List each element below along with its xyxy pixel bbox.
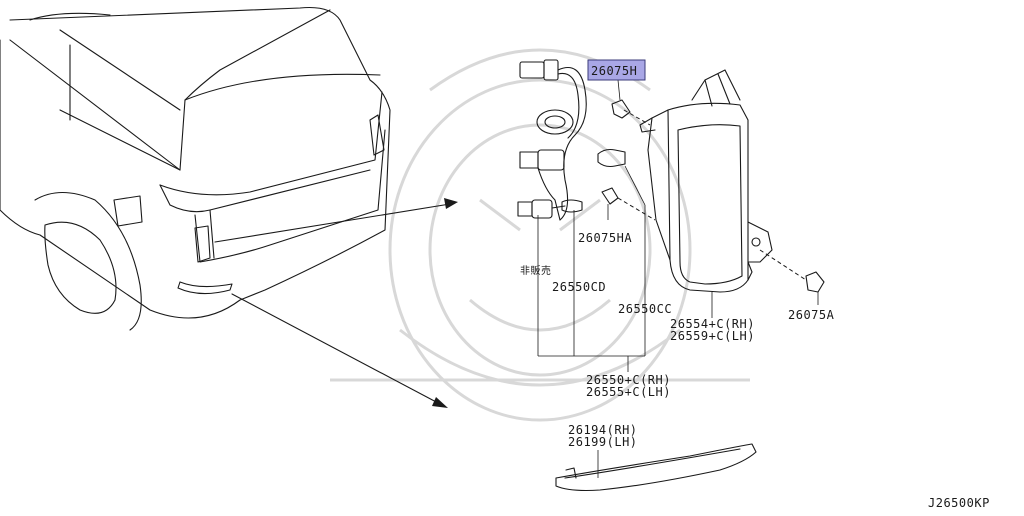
pointer-arrows — [214, 198, 458, 408]
label-26075a[interactable]: 26075A — [788, 308, 835, 322]
label-26194-rh[interactable]: 26194(RH) — [568, 423, 638, 437]
dashed-leaders — [617, 109, 807, 281]
label-26075ha[interactable]: 26075HA — [578, 231, 632, 245]
label-26199-lh[interactable]: 26199(LH) — [568, 435, 638, 449]
label-26550-rh[interactable]: 26550+C(RH) — [586, 373, 671, 387]
label-26550cc[interactable]: 26550CC — [618, 302, 672, 316]
vehicle-rear-illustration — [0, 6, 391, 331]
diagram-code: J26500KP — [928, 496, 990, 510]
wiring-harness — [517, 59, 587, 221]
bulb-parts — [561, 99, 631, 213]
label-26550cd[interactable]: 26550CD — [552, 280, 606, 294]
tail-lamp-assembly — [639, 69, 825, 293]
label-26555-lh[interactable]: 26555+C(LH) — [586, 385, 671, 399]
label-26075h[interactable]: 26075H — [591, 64, 637, 78]
leader-lines — [537, 79, 819, 478]
watermark-emblem — [330, 48, 750, 422]
side-reflector — [555, 443, 757, 492]
label-not-for-sale: 非販売 — [520, 264, 552, 277]
highlight-box[interactable] — [587, 59, 646, 81]
label-26559-lh[interactable]: 26559+C(LH) — [670, 329, 755, 343]
label-26554-rh[interactable]: 26554+C(RH) — [670, 317, 755, 331]
